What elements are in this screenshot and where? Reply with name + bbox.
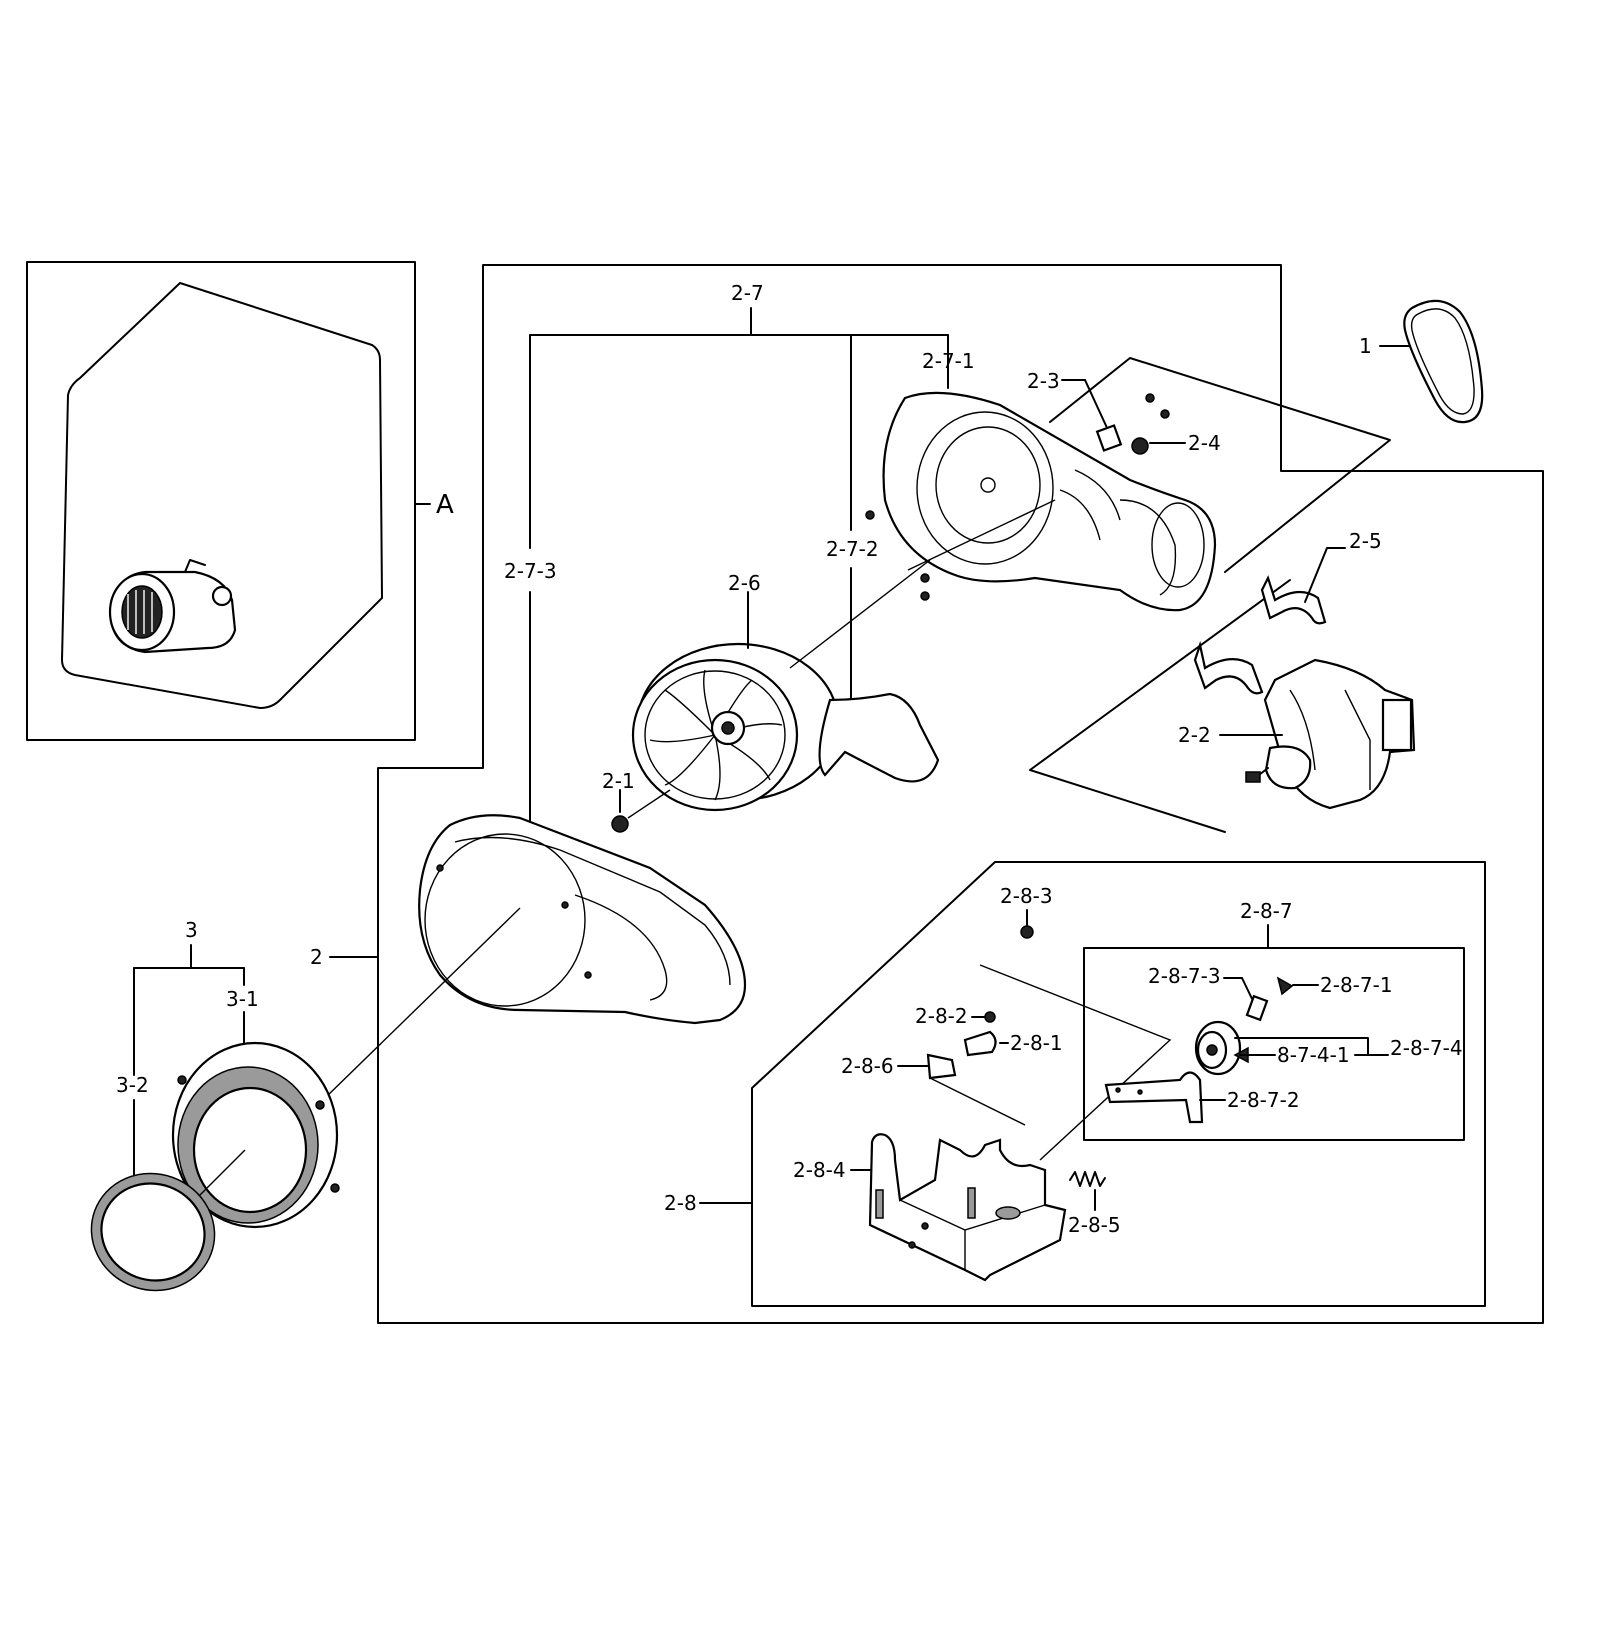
motor-bracket-2-8-4: 2-8-4: [793, 1133, 1067, 1282]
small-switch-parts: 2-8-2 2-8-1 2-8-6: [841, 1004, 1063, 1126]
label-2-7-1: 2-7-1: [922, 349, 975, 373]
label-2-8: 2-8: [664, 1191, 697, 1215]
label-2-2: 2-2: [1178, 723, 1211, 747]
label-2: 2: [310, 945, 323, 969]
label-3: 3: [185, 918, 198, 942]
label-2-8-2: 2-8-2: [915, 1004, 968, 1028]
belt-part-1: 1: [1359, 299, 1484, 424]
label-2-1: 2-1: [602, 769, 635, 793]
felt-seal-3-2: [90, 1172, 216, 1292]
assembly-2-frame: 2: [310, 264, 1544, 1324]
blower-impeller-2-6: 2-6: [631, 559, 931, 812]
label-1: 1: [1359, 334, 1372, 358]
label-2-8-7-3: 2-8-7-3: [1148, 964, 1221, 988]
duct-seal-2-7-2: [818, 692, 940, 783]
label-2-8-5: 2-8-5: [1068, 1213, 1121, 1237]
label-2-7-3: 2-7-3: [504, 559, 557, 583]
label-2-3: 2-3: [1027, 369, 1060, 393]
bracket-3: 3 3-1 3-2: [116, 918, 259, 1181]
label-2-8-7-1: 2-8-7-1: [1320, 973, 1393, 997]
bracket-assembly-2-8-frame: 2-8: [664, 861, 1486, 1307]
screw-2-8-3: 2-8-3: [979, 884, 1172, 1161]
motor-clips-2-5: 2-5: [1193, 529, 1382, 695]
inset-blower-assembly: [108, 559, 237, 654]
label-2-4: 2-4: [1188, 431, 1221, 455]
impeller-nut-2-1: 2-1: [602, 769, 671, 833]
label-2-5: 2-5: [1349, 529, 1382, 553]
inset-overview-frame: A: [26, 261, 454, 741]
front-blower-housing-2-7-3: [324, 814, 747, 1099]
label-2-8-7-2: 2-8-7-2: [1227, 1088, 1300, 1112]
label-2-7: 2-7: [731, 281, 764, 305]
label-A: A: [436, 490, 454, 520]
label-3-2: 3-2: [116, 1073, 149, 1097]
label-2-8-7: 2-8-7: [1240, 899, 1293, 923]
rear-blower-housing-2-7-1: [865, 391, 1217, 612]
bracket-2-7: 2-7 2-7-3 2-7-2 2-7-1: [504, 281, 975, 827]
label-2-8-4: 2-8-4: [793, 1158, 846, 1182]
label-2-6: 2-6: [728, 571, 761, 595]
label-3-1: 3-1: [226, 987, 259, 1011]
label-2-7-2: 2-7-2: [826, 537, 879, 561]
drive-motor-2-2: 2-2: [1178, 658, 1416, 810]
label-8-7-4-1: 8-7-4-1: [1277, 1043, 1350, 1067]
housing-ring-3-1: [171, 1041, 340, 1229]
spring-2-8-5: 2-8-5: [1068, 1171, 1121, 1237]
label-2-8-7-4: 2-8-7-4: [1390, 1036, 1463, 1060]
label-2-8-6: 2-8-6: [841, 1054, 894, 1078]
motor-mount-zone: 2-3 2-4: [907, 357, 1391, 833]
label-2-8-1: 2-8-1: [1010, 1031, 1063, 1055]
sub-assembly-2-8-7: 2-8-7 2-8-7-3 2-8-7-1 8-7-4-1 2-8-7-4 2-…: [1083, 899, 1465, 1141]
label-2-8-3: 2-8-3: [1000, 884, 1053, 908]
